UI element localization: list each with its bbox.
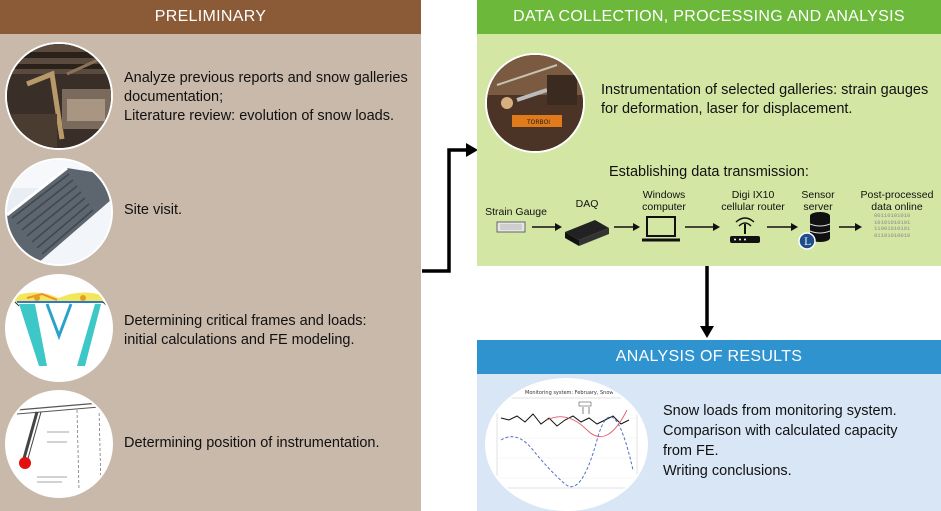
thumbnail-title: Monitoring system: February, Snow Galler… bbox=[525, 390, 638, 396]
data-collection-header: DATA COLLECTION, PROCESSING AND ANALYSIS bbox=[477, 0, 941, 34]
database-icon: L bbox=[798, 212, 831, 250]
binary-data-icon: 00110101010 10101010101 11001010101 0110… bbox=[874, 212, 911, 239]
instrumentation-photo: TORBOI bbox=[485, 53, 585, 153]
svg-text:TORBOI: TORBOI bbox=[526, 119, 550, 126]
instrumentation-text: Instrumentation of selected galleries: s… bbox=[601, 82, 929, 117]
pipeline-label-sensor-server: Sensor server bbox=[801, 189, 835, 213]
transmission-title: Establishing data transmission: bbox=[609, 164, 809, 180]
preliminary-header: PRELIMINARY bbox=[0, 0, 421, 34]
preliminary-item-1-text: Analyze previous reports and snow galler… bbox=[124, 70, 408, 124]
preliminary-item-2-text: Site visit. bbox=[124, 202, 183, 218]
fe-model-image bbox=[5, 274, 113, 382]
data-collection-panel: DATA COLLECTION, PROCESSING AND ANALYSIS… bbox=[477, 0, 941, 266]
svg-text:L: L bbox=[804, 237, 811, 248]
pipeline-label-strain-gauge: Strain Gauge bbox=[485, 206, 547, 218]
analysis-text: Snow loads from monitoring system. Compa… bbox=[663, 403, 898, 479]
monitoring-chart-thumbnail: Monitoring system: February, Snow Galler… bbox=[485, 378, 648, 511]
arrow-preliminary-to-collection bbox=[422, 148, 470, 273]
gallery-interior-photo bbox=[5, 42, 113, 150]
preliminary-item-4-text: Determining position of instrumentation. bbox=[124, 435, 380, 451]
pipeline-label-post-processed: Post-processed data online bbox=[860, 189, 934, 213]
daq-box-icon bbox=[565, 220, 609, 246]
pipeline-arrows bbox=[532, 223, 862, 231]
analysis-header: ANALYSIS OF RESULTS bbox=[477, 340, 941, 374]
strain-gauge-icon bbox=[496, 221, 526, 233]
pipeline-label-router: Digi IX10 cellular router bbox=[721, 189, 785, 213]
site-visit-photo bbox=[5, 158, 113, 266]
pipeline-label-windows-computer: Windows computer bbox=[642, 189, 686, 213]
instrumentation-drawing bbox=[5, 390, 113, 498]
pipeline-icons: L bbox=[496, 212, 862, 250]
preliminary-panel: PRELIMINARY Analyze previous reports and… bbox=[0, 0, 421, 511]
pipeline-label-daq: DAQ bbox=[575, 198, 599, 210]
laptop-icon bbox=[642, 216, 680, 242]
preliminary-item-3-text: Determining critical frames and loads: i… bbox=[124, 313, 367, 348]
router-icon bbox=[730, 217, 760, 243]
analysis-panel: ANALYSIS OF RESULTS Monitoring system: F… bbox=[477, 340, 941, 511]
